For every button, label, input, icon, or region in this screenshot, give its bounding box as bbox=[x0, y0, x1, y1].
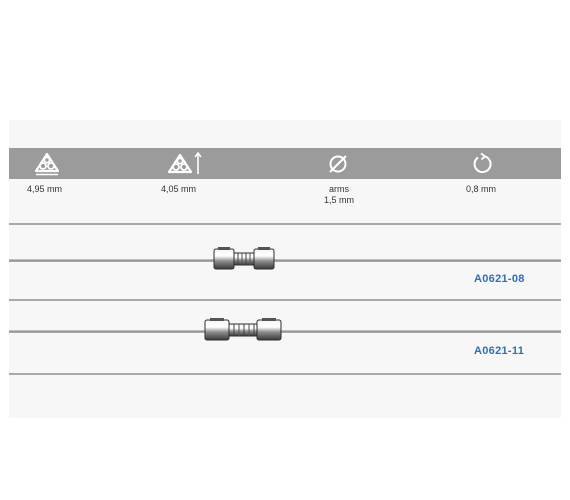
divider-line bbox=[9, 373, 561, 375]
divider-line bbox=[9, 223, 561, 225]
expansion-screw-arm bbox=[9, 330, 561, 333]
rotation-icon bbox=[470, 152, 494, 176]
activation-value: 0,8 mm bbox=[466, 184, 497, 194]
width-value: 4,95 mm bbox=[27, 184, 63, 194]
height-value: 4,05 mm bbox=[161, 184, 197, 194]
product-code: A0621-08 bbox=[474, 273, 525, 285]
expansion-screw-body bbox=[212, 245, 276, 273]
expansion-screw-arm bbox=[9, 259, 561, 262]
expansion-screw-body bbox=[203, 316, 283, 344]
diameter-value: 1,5 mm bbox=[323, 195, 354, 205]
spec-header-bar bbox=[9, 148, 561, 179]
divider-line bbox=[9, 299, 561, 301]
product-code: A0621-11 bbox=[474, 345, 525, 357]
screw-width-icon bbox=[34, 152, 60, 176]
diameter-icon bbox=[326, 152, 350, 176]
diameter-label: arms bbox=[329, 184, 349, 194]
screw-height-icon bbox=[168, 152, 204, 176]
